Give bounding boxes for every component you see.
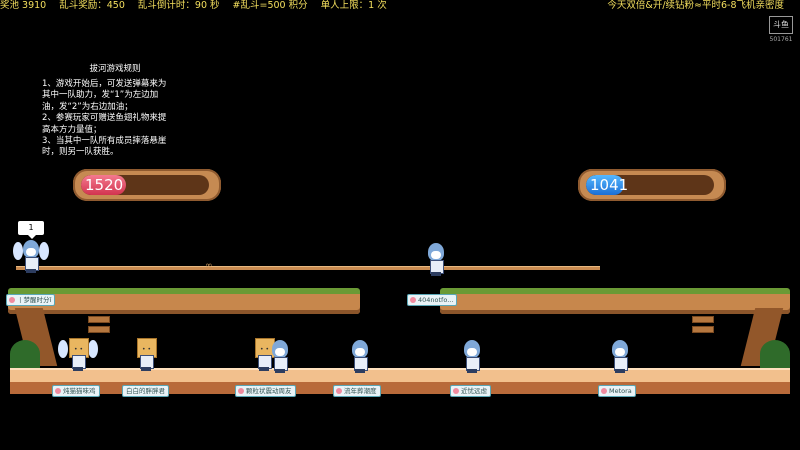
ground-base	[10, 382, 790, 394]
eyes: • •	[260, 346, 269, 353]
wing	[58, 340, 68, 358]
legs	[259, 367, 269, 371]
legs	[275, 369, 285, 373]
player-name: 炖猫猫味鸡	[63, 387, 96, 395]
score-track	[81, 175, 209, 195]
eyes: • •	[142, 346, 151, 353]
waiting-player	[608, 340, 632, 374]
player-name: 颗粒状震动周友	[246, 387, 292, 395]
left-bush	[10, 340, 40, 368]
wood-sign	[88, 316, 110, 323]
player-icon	[55, 388, 61, 394]
left-cliff-platform	[8, 288, 360, 314]
douyu-logo: 斗鱼 501761	[768, 16, 794, 44]
player-name-tag: 流年葬潮度	[333, 385, 381, 397]
left-team-score: 1520	[85, 176, 124, 194]
face	[26, 248, 36, 256]
face	[275, 348, 285, 356]
player-icon	[410, 297, 416, 303]
eyes: • •	[74, 346, 83, 353]
legs	[355, 369, 365, 373]
player-name-tag: 近忧远虑	[450, 385, 491, 397]
rules-line: 高本方力量值；	[42, 124, 102, 135]
rules-title: 拔河游戏规则	[89, 64, 141, 74]
right-team-puller	[424, 243, 448, 277]
rules-line: 1、游戏开始后，可发送弹幕来为	[42, 79, 167, 89]
legs	[615, 369, 625, 373]
tug-rope	[16, 266, 600, 270]
player-name: 丨梦醒时分ǐ	[17, 296, 52, 304]
wood-sign	[692, 316, 714, 323]
rope-knot-icon: ∞	[205, 261, 213, 271]
room-id: 501761	[769, 36, 793, 43]
left-team-score-bar: 1520	[73, 169, 221, 201]
waiting-player: • •	[134, 338, 158, 372]
rules-line: 其中一队助力，发“1”为左边加	[42, 90, 159, 101]
waiting-player: • •	[58, 338, 98, 372]
prize-pool: 奖池 3910	[0, 0, 47, 11]
right-bush	[760, 340, 790, 368]
rules-line: 3、当其中一队所有成员摔落悬崖	[42, 136, 167, 147]
douyu-logo-mark: 斗鱼	[769, 16, 793, 34]
single-limit: 单人上限：1 次	[320, 0, 387, 11]
player-name-tag: Metora	[598, 385, 636, 397]
left-score-fill	[81, 175, 126, 195]
waiting-player	[348, 340, 372, 374]
melee-points: #乱斗=500 积分	[232, 0, 308, 11]
wood-sign	[88, 326, 110, 333]
waiting-player: • •	[252, 338, 276, 372]
face	[431, 251, 441, 259]
right-team-score-bar: 1041	[578, 169, 726, 201]
left-team-puller	[13, 240, 49, 274]
player-name: 近忧远虑	[461, 387, 487, 395]
rules-text: 1、游戏开始后，可发送弹幕来为 其中一队助力，发“1”为左边加 油，发“2”为右…	[42, 79, 172, 159]
rules-line: 2、参赛玩家可赠送鱼翅礼物来提	[42, 113, 167, 124]
player-icon	[453, 388, 459, 394]
face	[615, 348, 625, 356]
face	[467, 348, 477, 356]
right-cliff-platform	[440, 288, 790, 314]
legs	[141, 367, 151, 371]
melee-countdown: 乱斗倒计时：90 秒	[137, 0, 220, 11]
player-name: 404notfo...	[418, 296, 454, 304]
player-name: 流年葬潮度	[344, 387, 377, 395]
player-icon	[601, 388, 607, 394]
player-name: Metora	[609, 387, 632, 395]
face	[355, 348, 365, 356]
right-score-fill	[586, 175, 625, 195]
player-name-tag: 炖猫猫味鸡	[52, 385, 100, 397]
chat-bubble: 1	[18, 221, 44, 239]
legs	[73, 367, 83, 371]
legs	[26, 269, 36, 273]
right-team-score: 1041	[590, 176, 629, 194]
player-name: 白白的胖胖君	[126, 387, 165, 395]
rules-line: 时，则另一队获胜。	[42, 147, 119, 158]
player-icon	[336, 388, 342, 394]
waiting-player	[460, 340, 484, 374]
player-name-tag: 颗粒状震动周友	[235, 385, 296, 397]
wing	[39, 242, 49, 260]
wood-sign	[692, 326, 714, 333]
player-name-tag: 白白的胖胖君	[122, 385, 169, 397]
wing	[13, 242, 23, 260]
player-name-tag: 404notfo...	[407, 294, 458, 306]
ground-strip	[10, 368, 790, 384]
player-name-tag: 丨梦醒时分ǐ	[6, 294, 56, 306]
legs	[431, 272, 441, 276]
player-icon	[238, 388, 244, 394]
melee-reward: 乱斗奖励：450	[59, 0, 125, 11]
score-track	[586, 175, 714, 195]
top-hud: 奖池 3910 乱斗奖励：450 乱斗倒计时：90 秒 #乱斗=500 积分 单…	[0, 0, 397, 12]
wing	[88, 340, 98, 358]
rules-line: 油，发“2”为右边加油；	[42, 101, 133, 112]
waiting-player	[268, 340, 292, 374]
player-icon	[9, 297, 15, 303]
promo-text: 今天双倍&开/续钻粉≈平时6-8飞机亲密度	[607, 0, 784, 11]
legs	[467, 369, 477, 373]
